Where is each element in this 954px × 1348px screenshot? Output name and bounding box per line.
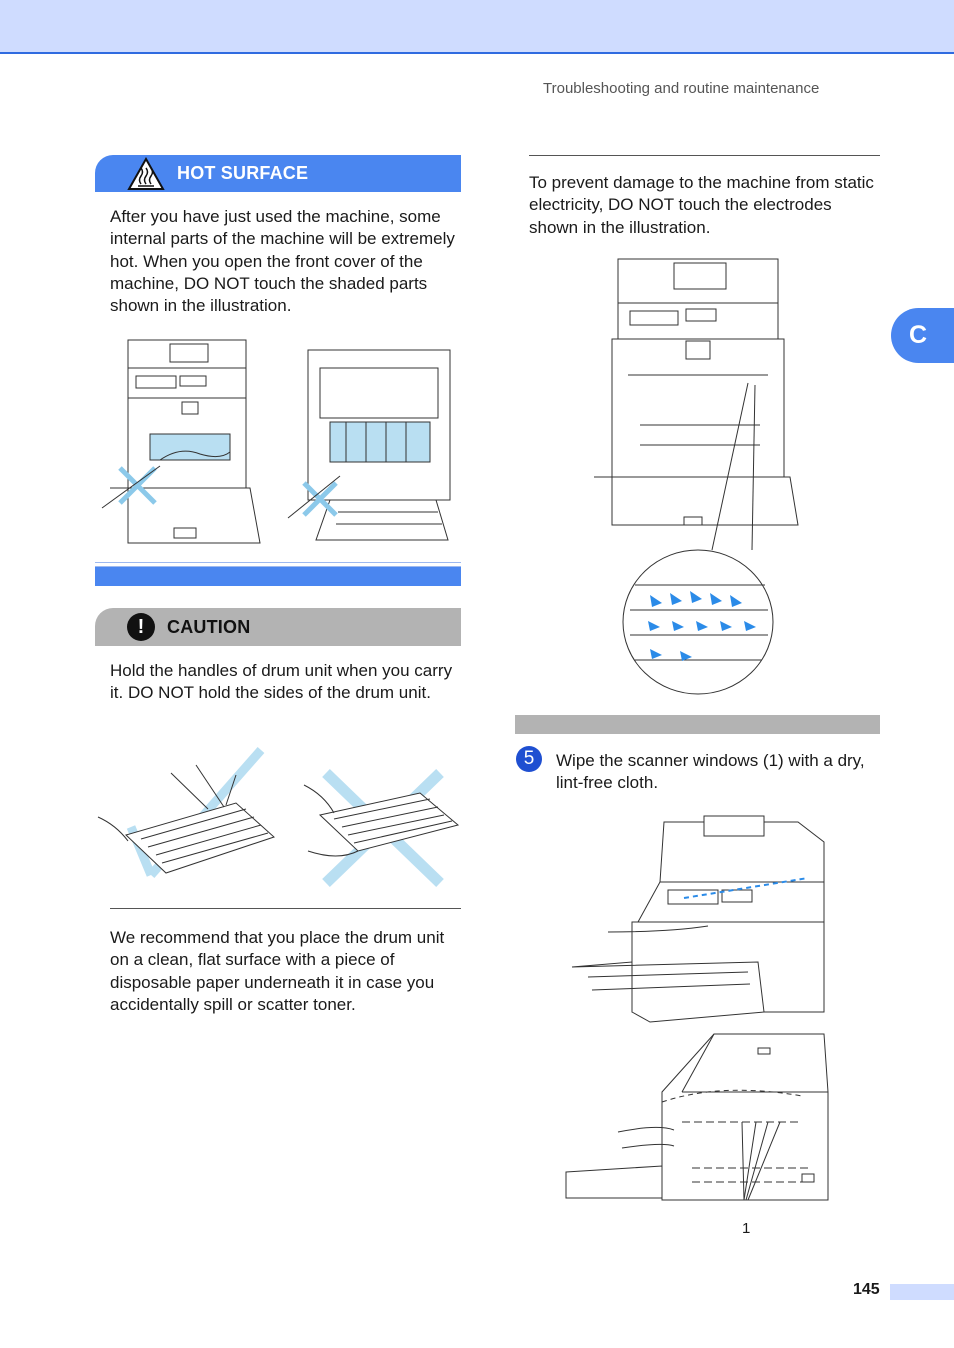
footer-tab [890,1284,954,1300]
static-warning-divider [529,155,880,156]
drum-unit-incorrect-illustration [303,769,460,887]
running-header-title: Troubleshooting and routine maintenance [543,80,820,97]
hot-surface-text: After you have just used the machine, so… [110,207,455,316]
electrodes-illustration [594,258,799,695]
hot-surface-icon [127,156,165,190]
hot-surface-title: HOT SURFACE [177,163,309,183]
hot-surface-illustration-front [101,339,261,544]
top-header-band [0,0,954,54]
static-electricity-warning: To prevent damage to the machine from st… [529,173,874,237]
hot-surface-banner: HOT SURFACE [95,155,461,192]
step-instruction: Wipe the scanner windows (1) with a dry,… [556,751,865,793]
static-warning-end-bar [515,715,880,734]
caution-title: CAUTION [167,616,251,637]
caution-banner: ! CAUTION [95,608,461,646]
exclamation-icon: ! [127,613,155,641]
scanner-window-front-illustration [571,815,825,1023]
caution-text: Hold the handles of drum unit when you c… [110,661,453,703]
hot-surface-illustration-back [287,349,451,541]
scanner-window-side-illustration [565,1033,829,1201]
chapter-side-tab: C [891,308,954,363]
caution-divider [110,908,461,909]
hot-surface-end-bar [95,566,461,586]
scanner-window-callout-label: 1 [742,1220,751,1237]
hot-surface-divider [95,562,461,563]
drum-placement-note: We recommend that you place the drum uni… [110,928,445,1014]
drum-unit-correct-illustration [97,747,275,878]
page-number: 145 [853,1281,880,1298]
step-number-badge: 5 [516,746,542,772]
